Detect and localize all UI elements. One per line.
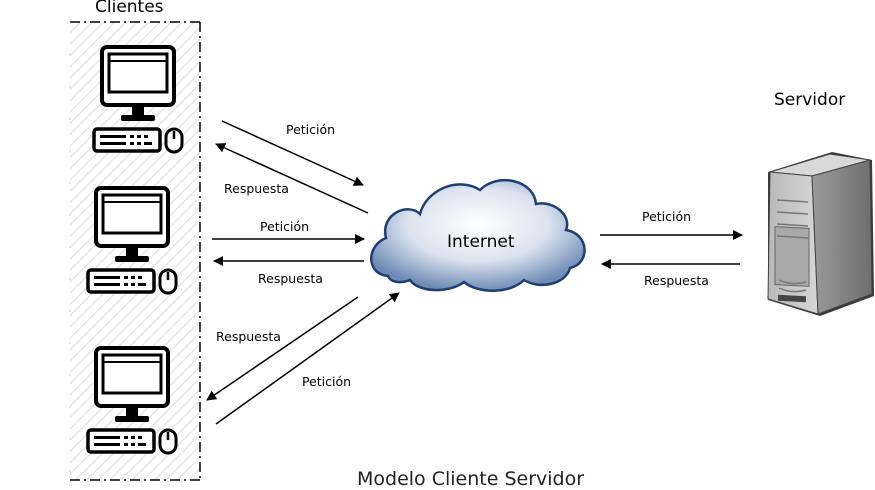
- client1-response-label: Respuesta: [224, 181, 289, 196]
- server-request-label: Petición: [642, 209, 692, 224]
- server-response-label: Respuesta: [644, 273, 709, 288]
- server-title: Servidor: [774, 90, 846, 110]
- client1-response-arrow: [215, 143, 369, 214]
- client3-request-label: Petición: [302, 374, 352, 389]
- clients-title: Clientes: [95, 0, 164, 17]
- internet-label: Internet: [447, 232, 515, 252]
- client-computer-1-icon: [92, 45, 184, 154]
- client-computer-3-icon: [86, 346, 178, 455]
- diagram-caption: Modelo Cliente Servidor: [357, 468, 585, 490]
- client3-response-label: Respuesta: [216, 329, 281, 344]
- client3-response-arrow: [206, 296, 359, 401]
- client-computer-2-icon: [86, 186, 178, 295]
- client3-request-arrow: [215, 292, 400, 425]
- cloud-icon: [370, 178, 586, 292]
- client1-request-arrow: [221, 120, 364, 186]
- tower-server-icon: [767, 152, 874, 316]
- client2-response-label: Respuesta: [258, 271, 323, 286]
- client1-request-label: Petición: [286, 122, 336, 137]
- client2-request-label: Petición: [260, 219, 310, 234]
